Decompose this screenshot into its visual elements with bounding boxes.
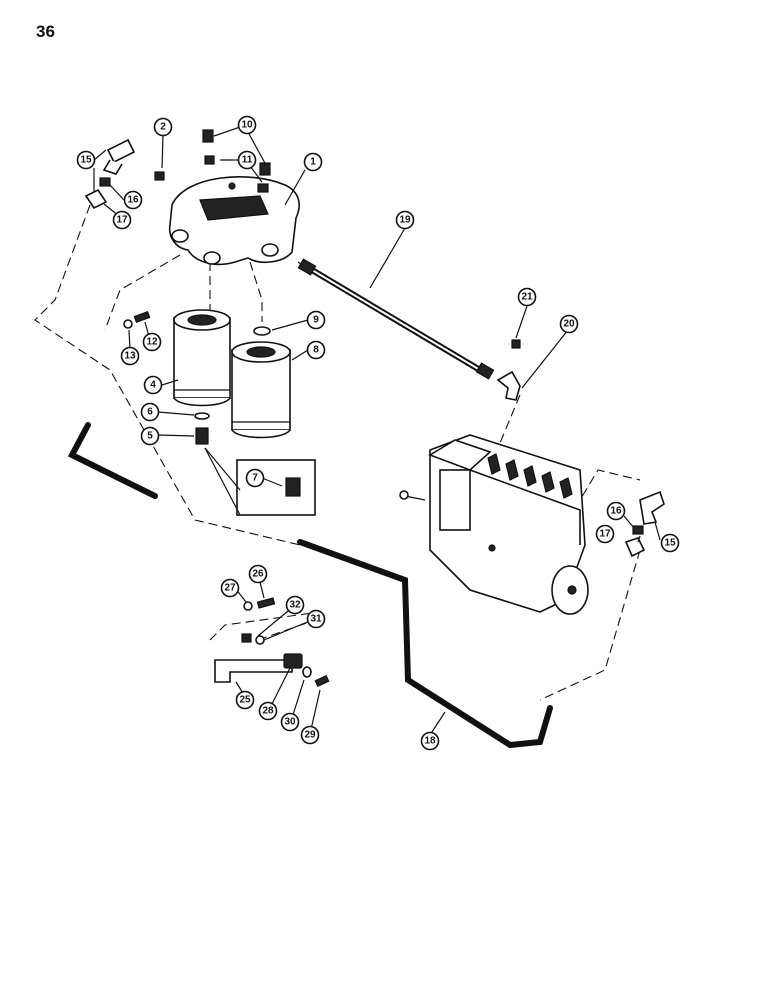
svg-text:10: 10 bbox=[241, 120, 253, 131]
svg-text:27: 27 bbox=[224, 583, 236, 594]
drain-plug-5 bbox=[195, 427, 209, 445]
svg-text:32: 32 bbox=[289, 600, 301, 611]
fuel-pipe-19 bbox=[297, 258, 495, 380]
o-ring-6 bbox=[194, 412, 210, 420]
bolt-10a bbox=[202, 129, 214, 143]
o-ring-9 bbox=[253, 326, 271, 336]
nut-11b bbox=[257, 183, 269, 193]
callout-31: 31 bbox=[306, 609, 326, 629]
callout-32: 32 bbox=[285, 595, 305, 615]
callout-16-left: 16 bbox=[123, 190, 143, 210]
callout-4: 4 bbox=[143, 375, 163, 395]
bolt-26 bbox=[256, 597, 276, 609]
callout-8: 8 bbox=[306, 340, 326, 360]
fuel-filter-primary bbox=[173, 309, 231, 407]
tube-18 bbox=[297, 539, 553, 749]
callout-13: 13 bbox=[120, 346, 140, 366]
callout-5: 5 bbox=[140, 426, 160, 446]
svg-text:19: 19 bbox=[399, 215, 411, 226]
svg-text:11: 11 bbox=[242, 155, 253, 166]
nut-11a bbox=[204, 155, 215, 165]
bolt-12 bbox=[133, 311, 151, 323]
washer-13 bbox=[123, 319, 133, 329]
elbow-fitting-15-right bbox=[639, 490, 665, 525]
svg-text:15: 15 bbox=[664, 538, 676, 549]
svg-text:18: 18 bbox=[424, 736, 436, 747]
callout-18: 18 bbox=[420, 731, 440, 751]
callout-7: 7 bbox=[245, 468, 265, 488]
svg-text:8: 8 bbox=[313, 345, 319, 356]
svg-text:6: 6 bbox=[147, 407, 153, 418]
callout-19: 19 bbox=[395, 210, 415, 230]
page-number: 36 bbox=[36, 22, 55, 41]
callout-28: 28 bbox=[258, 701, 278, 721]
cap-21 bbox=[511, 339, 521, 349]
fuel-filter-secondary bbox=[231, 341, 291, 439]
svg-text:1: 1 bbox=[310, 157, 316, 168]
dashed-connection-lines bbox=[34, 204, 641, 701]
inset-box bbox=[204, 447, 316, 516]
svg-text:16: 16 bbox=[610, 506, 622, 517]
nut-17-left bbox=[84, 188, 108, 210]
bolt-10b bbox=[259, 162, 271, 176]
washer-30 bbox=[302, 666, 312, 678]
svg-text:31: 31 bbox=[310, 614, 322, 625]
svg-text:9: 9 bbox=[313, 315, 319, 326]
injection-pump bbox=[399, 434, 589, 615]
svg-text:16: 16 bbox=[127, 195, 139, 206]
callout-16-right: 16 bbox=[606, 501, 626, 521]
callout-10: 10 bbox=[237, 115, 257, 135]
svg-text:17: 17 bbox=[599, 529, 611, 540]
callout-26: 26 bbox=[248, 564, 268, 584]
svg-text:20: 20 bbox=[563, 319, 575, 330]
callout-29: 29 bbox=[300, 725, 320, 745]
svg-text:4: 4 bbox=[150, 380, 156, 391]
callout-17-left: 17 bbox=[112, 210, 132, 230]
svg-text:13: 13 bbox=[124, 351, 136, 362]
plug-2 bbox=[154, 171, 165, 181]
nut-32 bbox=[241, 633, 252, 643]
svg-text:5: 5 bbox=[147, 431, 153, 442]
svg-text:26: 26 bbox=[252, 569, 264, 580]
svg-text:29: 29 bbox=[304, 730, 316, 741]
svg-text:2: 2 bbox=[160, 122, 166, 133]
callout-21: 21 bbox=[517, 287, 537, 307]
seal-16-left bbox=[99, 177, 111, 187]
svg-text:21: 21 bbox=[521, 292, 533, 303]
callout-1: 1 bbox=[303, 152, 323, 172]
callout-20: 20 bbox=[559, 314, 579, 334]
bracket-assembly bbox=[214, 597, 330, 688]
callout-27: 27 bbox=[220, 578, 240, 598]
svg-text:7: 7 bbox=[252, 473, 258, 484]
callout-2: 2 bbox=[153, 117, 173, 137]
svg-text:15: 15 bbox=[80, 155, 92, 166]
callout-30: 30 bbox=[280, 712, 300, 732]
callout-15-left: 15 bbox=[76, 150, 96, 170]
elbow-fitting-15-left bbox=[102, 138, 136, 175]
callout-6: 6 bbox=[140, 402, 160, 422]
callout-9: 9 bbox=[306, 310, 326, 330]
callout-15-right: 15 bbox=[660, 533, 680, 553]
svg-text:17: 17 bbox=[116, 215, 128, 226]
svg-text:30: 30 bbox=[284, 717, 296, 728]
svg-text:12: 12 bbox=[146, 337, 158, 348]
elbow-fitting-20 bbox=[496, 370, 521, 401]
seal-16-right bbox=[632, 525, 644, 535]
callout-12: 12 bbox=[142, 332, 162, 352]
callout-11: 11 bbox=[237, 150, 257, 170]
svg-text:28: 28 bbox=[262, 706, 274, 717]
callout-17-right: 17 bbox=[595, 524, 615, 544]
filter-head bbox=[168, 176, 300, 266]
nut-17-right bbox=[624, 537, 646, 558]
bolt-29 bbox=[314, 674, 330, 688]
tube-left bbox=[67, 422, 158, 499]
washer-31 bbox=[255, 635, 265, 645]
washer-27 bbox=[243, 601, 253, 611]
svg-text:25: 25 bbox=[239, 695, 251, 706]
callout-25: 25 bbox=[235, 690, 255, 710]
